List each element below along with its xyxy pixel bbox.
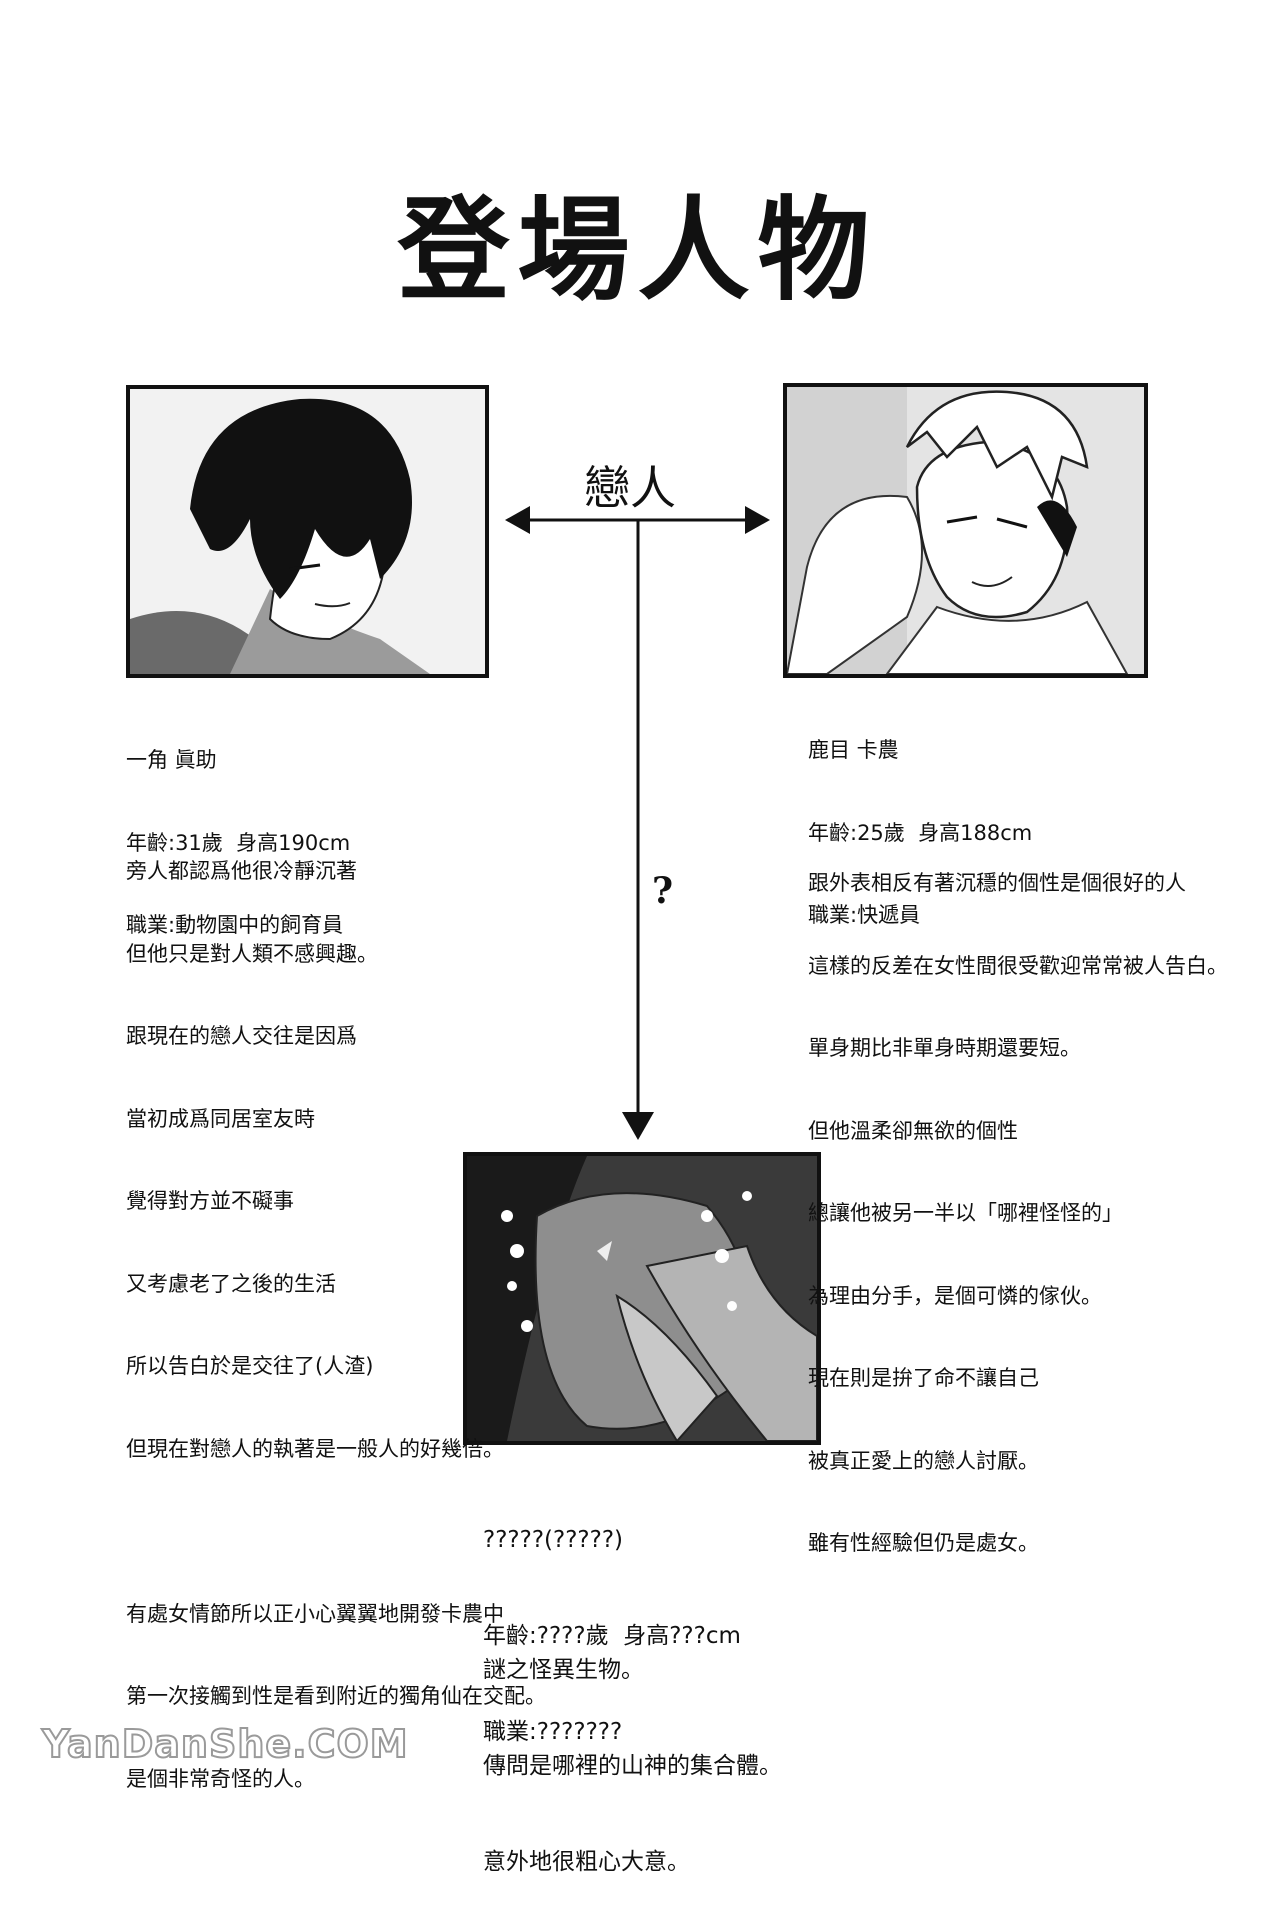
character2-age-height: 年齡:25歲 身高188cm (808, 820, 1033, 845)
desc-line: 當初成爲同居室友時 (126, 1106, 315, 1131)
character1-job: 職業:動物園中的飼育員 (126, 913, 344, 937)
character3-age-height: 年齡:????歲 身高???cm (483, 1623, 741, 1649)
desc-line: 但現在對戀人的執著是一般人的好幾倍。 (126, 1436, 504, 1461)
character2-job: 職業:快遞員 (808, 903, 921, 927)
desc-line: 是個非常奇怪的人。 (126, 1766, 315, 1791)
desc-line: 跟現在的戀人交往是因爲 (126, 1024, 357, 1048)
desc-line: 總讓他被另一半以「哪裡怪怪的」 (808, 1201, 1123, 1225)
unknown-relation-label: ? (652, 870, 674, 912)
character3-name: ?????(?????) (483, 1527, 624, 1553)
character1-info: 一角 眞助 年齡:31歲 身高190cm 職業:動物園中的飼育員 (126, 692, 350, 967)
character1-portrait (126, 385, 489, 678)
desc-line: 單身期比非單身時期還要短。 (808, 1036, 1081, 1060)
page-title: 登場人物 (397, 185, 878, 316)
desc-line: 旁人都認爲他很冷靜沉著 (126, 859, 357, 883)
desc-line: 意外地很粗心大意。 (483, 1849, 690, 1875)
desc-line: 但他只是對人類不感興趣。 (126, 941, 378, 966)
character2-name: 鹿目 卡農 (808, 738, 899, 762)
character3-job: 職業:??????? (483, 1719, 623, 1745)
character1-description: 旁人都認爲他很冷靜沉著 但他只是對人類不感興趣。 跟現在的戀人交往是因爲 當初成… (126, 803, 546, 1821)
character3-portrait (463, 1152, 821, 1445)
character2-description: 跟外表相反有著沉穩的個性是個很好的人 這樣的反差在女性間很受歡迎常常被人告白。 … (808, 815, 1228, 1585)
relationship-arrows (505, 506, 770, 1140)
desc-line: 現在則是拚了命不讓自己 (808, 1366, 1039, 1390)
desc-line: 覺得對方並不礙事 (126, 1189, 294, 1213)
character3-description: 謎之怪異生物。 傳問是哪裡的山神的集合體。 意外地很粗心大意。 (483, 1590, 782, 1910)
character1-name: 一角 眞助 (126, 748, 217, 772)
desc-line: 傳問是哪裡的山神的集合體。 (483, 1753, 782, 1779)
lovers-label: 戀人 (584, 461, 676, 515)
desc-line: 跟外表相反有著沉穩的個性是個很好的人 (808, 871, 1186, 895)
desc-line: 被真正愛上的戀人討厭。 (808, 1448, 1039, 1473)
desc-line: 謎之怪異生物。 (483, 1657, 644, 1683)
character2-info: 鹿目 卡農 年齡:25歲 身高188cm 職業:快遞員 (808, 682, 1032, 957)
desc-line: 所以告白於是交往了(人渣) (126, 1354, 374, 1378)
desc-line: 又考慮老了之後的生活 (126, 1271, 336, 1296)
site-watermark: YanDanShe.COM (41, 1721, 409, 1767)
character3-info: ?????(?????) 年齡:????歲 身高???cm 職業:??????? (483, 1460, 741, 1780)
desc-line: 第一次接觸到性是看到附近的獨角仙在交配。 (126, 1684, 546, 1708)
desc-line: 這樣的反差在女性間很受歡迎常常被人告白。 (808, 953, 1228, 978)
desc-line: 有處女情節所以正小心翼翼地開發卡農中 (126, 1601, 504, 1626)
character1-age-height: 年齡:31歲 身高190cm (126, 830, 351, 855)
desc-line: 雖有性經驗但仍是處女。 (808, 1531, 1039, 1555)
desc-line: 但他溫柔卻無欲的個性 (808, 1118, 1018, 1143)
character2-portrait (783, 383, 1148, 678)
desc-line: 為理由分手，是個可憐的傢伙。 (808, 1283, 1102, 1308)
